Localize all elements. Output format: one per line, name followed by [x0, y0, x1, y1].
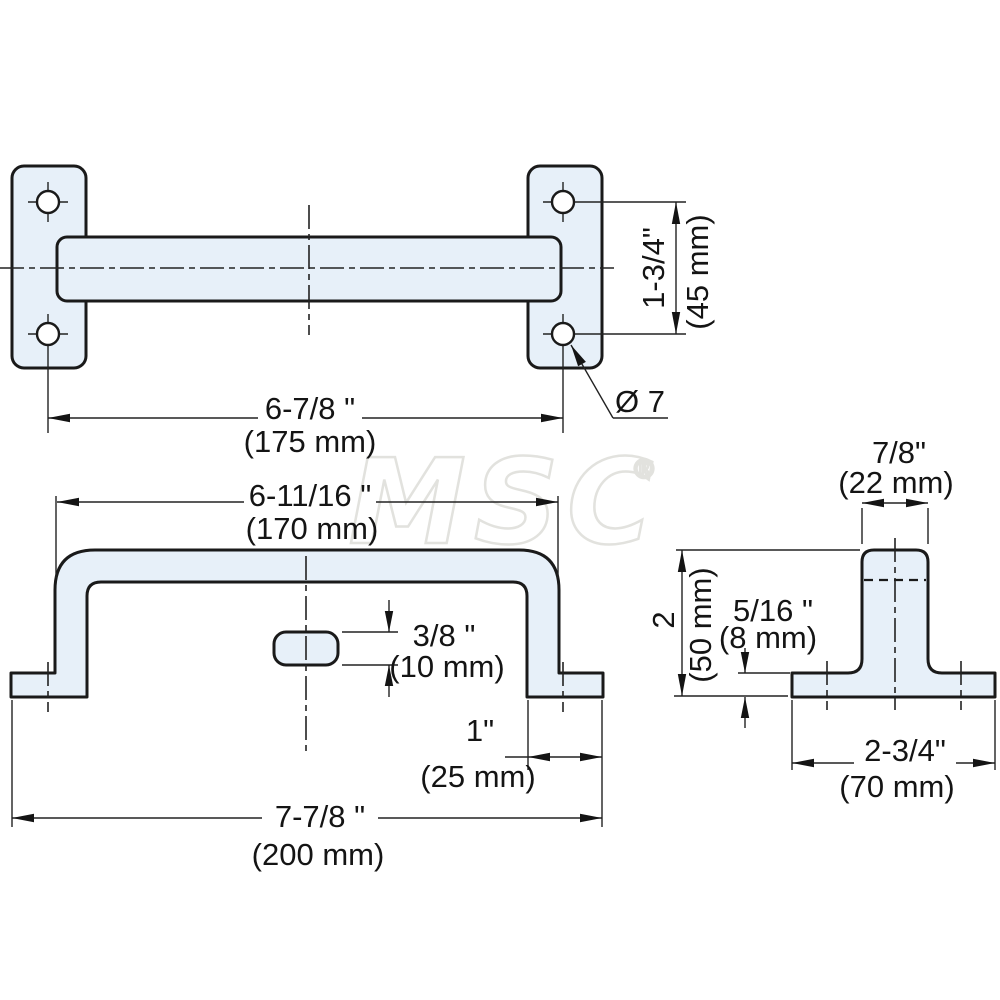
dim-handle-width-mm: (170 mm) — [246, 511, 379, 546]
dim-slot: 3/8 " (10 mm) — [342, 600, 505, 697]
handle-front-outline — [9, 548, 605, 699]
dim-hole-span-in: 6-7/8 " — [265, 391, 355, 426]
dim-base-width-mm: (70 mm) — [839, 769, 954, 804]
dim-height-in: 2 — [646, 611, 681, 628]
dim-overall-mm: (200 mm) — [252, 837, 385, 872]
hole-bottom-right — [550, 321, 576, 347]
hole-top-left — [35, 189, 61, 215]
dim-hole-span: 6-7/8 " (175 mm) — [48, 391, 563, 459]
screw-holes — [28, 182, 686, 433]
dim-height-mm: (50 mm) — [683, 567, 718, 682]
dim-post: 7/8" (22 mm) — [838, 435, 954, 544]
dim-height: 2 (50 mm) — [646, 549, 860, 697]
dim-foot-mm: (25 mm) — [420, 759, 535, 794]
hole-bottom-left — [35, 321, 61, 347]
dim-hole-diameter: Ø 7 — [570, 344, 668, 419]
dim-hole-span-mm: (175 mm) — [244, 424, 377, 459]
dim-base-width: 2-3/4" (70 mm) — [791, 700, 996, 804]
dim-overall: 7-7/8 " (200 mm) — [11, 700, 603, 872]
dim-foot: 1" (25 mm) — [420, 700, 602, 794]
dim-post-mm: (22 mm) — [838, 465, 953, 500]
dim-handle-width-in: 6-11/16 " — [249, 478, 371, 513]
dim-base-thickness: 5/16 " (8 mm) — [719, 593, 817, 728]
dim-handle-width: 6-11/16 " (170 mm) — [55, 478, 559, 578]
dim-post-in: 7/8" — [872, 435, 926, 470]
dim-foot-in: 1" — [466, 713, 494, 748]
dim-base-thickness-mm: (8 mm) — [719, 620, 817, 655]
dim-base-width-in: 2-3/4" — [864, 733, 946, 768]
dim-hole-diameter-label: Ø 7 — [615, 384, 665, 419]
dim-hole-spacing: 1-3/4" (45 mm) — [636, 202, 715, 334]
dim-hole-spacing-mm: (45 mm) — [680, 214, 715, 329]
side-profile-outline — [790, 548, 997, 699]
dim-hole-spacing-in: 1-3/4" — [636, 227, 671, 309]
side-view: 7/8" (22 mm) 2 (50 mm) 5/16 " (8 mm) — [646, 435, 997, 804]
watermark-registered-mark: ® — [631, 455, 665, 485]
dim-slot-mm: (10 mm) — [389, 649, 504, 684]
dim-base-thickness-in: 5/16 " — [733, 593, 813, 628]
dim-slot-in: 3/8 " — [413, 618, 476, 653]
front-view: 6-11/16 " (170 mm) 3/8 " (10 mm) 1" (25 … — [9, 478, 605, 872]
top-view: 6-7/8 " (175 mm) 1-3/4" (45 mm) Ø 7 — [0, 164, 715, 459]
hole-top-right — [550, 189, 576, 215]
dim-overall-in: 7-7/8 " — [275, 799, 365, 834]
